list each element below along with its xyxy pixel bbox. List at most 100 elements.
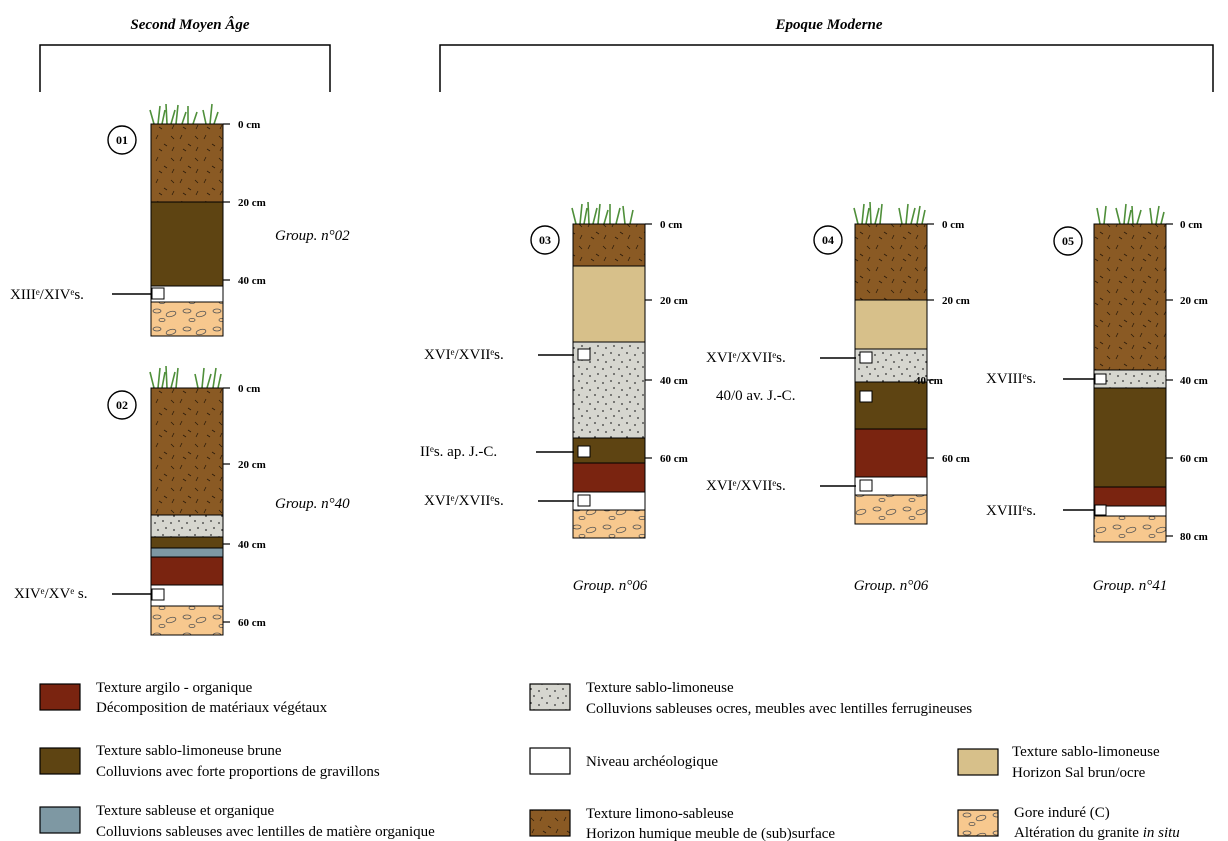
profile-number-badge — [530, 225, 560, 255]
sample-marker — [577, 445, 591, 458]
layer-sal — [854, 299, 928, 350]
grass-icon — [571, 201, 634, 225]
group-label: Group. n°02 — [275, 228, 350, 244]
date-label: XIIIᵉ/XIVᵉs. — [10, 287, 84, 303]
layer-humic — [150, 387, 224, 516]
layer-gore — [854, 494, 928, 525]
profile-02: 0 cm 20 cm 40 cm 60 cm 02 Group. n°40 XI… — [14, 365, 350, 636]
layer-humic — [572, 223, 646, 267]
legend-description: Colluvions sableuses avec lentilles de m… — [96, 824, 435, 840]
layer-sandy-brown — [150, 536, 224, 549]
depth-label: 40 cm — [660, 375, 688, 387]
legend-description: Décomposition de matériaux végétaux — [96, 700, 328, 716]
sample-marker — [1094, 504, 1107, 516]
profile-05: 0 cm 20 cm 40 cm 60 cm 80 cm 05 Group. n… — [986, 203, 1208, 594]
period-bracket-medieval — [39, 44, 331, 92]
legend-swatch — [39, 806, 81, 834]
group-label: Group. n°06 — [854, 578, 929, 594]
sample-marker — [859, 351, 873, 364]
legend-description-italic: in situ — [1143, 825, 1180, 841]
legend-label: Texture sableuse et organique — [96, 803, 275, 819]
legend-label: Texture sablo-limoneuse — [586, 680, 734, 696]
legend-description-text: Altération du granite — [1014, 825, 1139, 841]
legend-item-gore: Gore induré (C) Altération du granite in… — [957, 805, 1180, 841]
grass-icon — [149, 103, 219, 125]
depth-label: 20 cm — [660, 295, 688, 307]
layer-sandy-brown — [854, 381, 928, 430]
layer-humic — [1093, 223, 1167, 371]
period-title-medieval: Second Moyen Âge — [130, 16, 250, 33]
legend-label: Texture limono-sableuse — [586, 806, 734, 822]
layer-gore — [572, 509, 646, 539]
depth-label: 20 cm — [238, 197, 266, 209]
sample-marker — [577, 494, 591, 507]
legend-label: Texture argilo - organique — [96, 680, 253, 696]
layer-argilo — [150, 556, 224, 586]
depth-label: 20 cm — [1180, 295, 1208, 307]
legend-item-humic: Texture limono-sableuse Horizon humique … — [529, 806, 835, 841]
legend-description: Colluvions sableuses ocres, meubles avec… — [586, 701, 972, 717]
profile-04: 0 cm 20 cm 40 cm 60 cm 04 Group. n°06 XV… — [706, 201, 970, 594]
depth-label: 0 cm — [942, 219, 964, 231]
depth-label: 0 cm — [660, 219, 682, 231]
depth-label: 0 cm — [1180, 219, 1202, 231]
depth-label: 40 cm — [1180, 375, 1208, 387]
depth-label: 60 cm — [1180, 453, 1208, 465]
depth-label: 20 cm — [942, 295, 970, 307]
depth-label: 20 cm — [238, 459, 266, 471]
group-label: Group. n°41 — [1093, 578, 1168, 594]
legend: Texture argilo - organique Décomposition… — [39, 680, 1180, 841]
layer-sal — [572, 265, 646, 343]
period-title-modern: Epoque Moderne — [774, 17, 882, 33]
depth-label: 0 cm — [238, 119, 260, 131]
date-label: XIVᵉ/XVᵉ s. — [14, 586, 88, 602]
date-label: XVIᵉ/XVIIᵉs. — [706, 478, 786, 494]
depth-label: 40 cm — [238, 539, 266, 551]
depth-label: 60 cm — [660, 453, 688, 465]
group-label: Group. n°06 — [573, 578, 648, 594]
period-bracket-modern — [439, 44, 1214, 92]
layer-humic — [150, 123, 224, 203]
profile-03: 0 cm 20 cm 40 cm 60 cm 03 Group. n°06 XV… — [420, 201, 688, 594]
legend-item-sandy-brown: Texture sablo-limoneuse brune Colluvions… — [39, 743, 380, 780]
layer-gore — [150, 605, 224, 636]
profile-number: 02 — [116, 398, 128, 412]
legend-swatch — [957, 748, 999, 776]
legend-label: Gore induré (C) — [1014, 805, 1110, 821]
sample-marker — [151, 588, 165, 601]
date-label: 40/0 av. J.-C. — [716, 388, 795, 404]
layer-argilo — [1093, 486, 1167, 507]
sample-marker — [1094, 373, 1107, 385]
legend-description: Altération du granite in situ — [1014, 825, 1180, 841]
profile-number-badge — [107, 125, 137, 155]
legend-item-archaeo: Niveau archéologique — [529, 747, 718, 775]
date-label: XVIᵉ/XVIIᵉs. — [424, 493, 504, 509]
group-label: Group. n°40 — [275, 496, 350, 512]
profile-number: 01 — [116, 133, 128, 147]
grass-icon — [853, 201, 926, 225]
legend-item-sal: Texture sablo-limoneuse Horizon Sal brun… — [957, 744, 1160, 781]
legend-label: Texture sablo-limoneuse brune — [96, 743, 282, 759]
sample-marker — [859, 390, 873, 403]
profile-number-badge — [1053, 226, 1083, 256]
date-label: XVIIIᵉs. — [986, 371, 1036, 387]
date-label: XVIᵉ/XVIIᵉs. — [706, 350, 786, 366]
layer-argilo — [854, 428, 928, 478]
profile-01: 0 cm 20 cm 40 cm 01 Group. n°02 XIIIᵉ/XI… — [10, 103, 350, 337]
legend-swatch — [529, 809, 571, 837]
depth-label: 40 cm — [238, 275, 266, 287]
legend-item-argilo: Texture argilo - organique Décomposition… — [39, 680, 328, 716]
date-label: XVIᵉ/XVIIᵉs. — [424, 347, 504, 363]
profile-number-badge — [813, 225, 843, 255]
legend-swatch — [529, 683, 571, 711]
layer-sablo-lim — [150, 514, 224, 538]
legend-description: Colluvions avec forte proportions de gra… — [96, 764, 380, 780]
depth-label: 60 cm — [942, 453, 970, 465]
date-label: XVIIIᵉs. — [986, 503, 1036, 519]
profile-number-badge — [107, 390, 137, 420]
legend-description: Horizon Sal brun/ocre — [1012, 765, 1146, 781]
profile-number: 04 — [822, 233, 834, 247]
layer-humic — [854, 223, 928, 301]
grass-icon — [1096, 203, 1165, 225]
